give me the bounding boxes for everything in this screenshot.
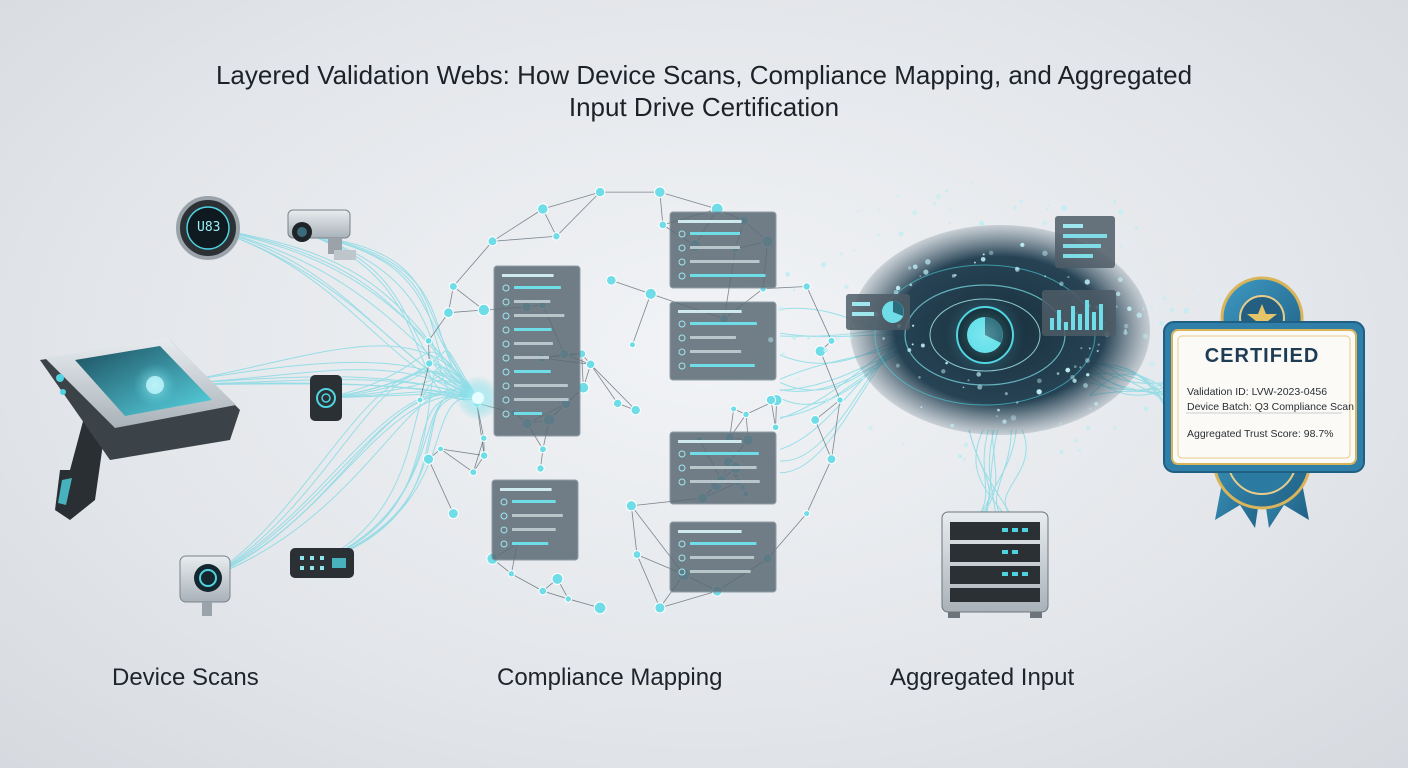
certificate-badge-icon (1163, 276, 1365, 528)
security-camera-icon (287, 209, 356, 260)
compliance-panels (491, 211, 777, 593)
certificate-heading: CERTIFIED (1204, 345, 1320, 367)
cloud-pie-panel (846, 294, 910, 330)
certificate-trust-score: Aggregated Trust Score: 98.7% (1187, 428, 1334, 440)
star-icon (1247, 304, 1277, 332)
keypad-device-icon (290, 548, 354, 578)
diagram-title-line-1: Layered Validation Webs: How Device Scan… (215, 60, 1193, 90)
certificate-validation-id: Validation ID: LVW-2023-0456 (1187, 386, 1328, 398)
keycard-reader-icon (310, 375, 342, 421)
stage-label-device-scans: Device Scans (112, 664, 259, 691)
stage-label-compliance-mapping: Compliance Mapping (497, 664, 723, 691)
sensor-icon (179, 555, 231, 616)
cloud-bar-chart-panel (1042, 290, 1116, 336)
diagram-title-line-2: Input Drive Certification (568, 92, 840, 122)
compliance-network-sphere (416, 186, 844, 615)
wearable-device-icon (176, 196, 240, 260)
server-rack-icon (941, 511, 1049, 618)
stage-label-aggregated-input: Aggregated Input (890, 664, 1075, 691)
cloud-data-panel-top (1055, 216, 1115, 268)
handheld-scanner-icon (40, 338, 240, 520)
certificate-device-batch: Device Batch: Q3 Compliance Scan (1187, 401, 1354, 413)
wearable-display-readout: U83 (197, 220, 221, 235)
